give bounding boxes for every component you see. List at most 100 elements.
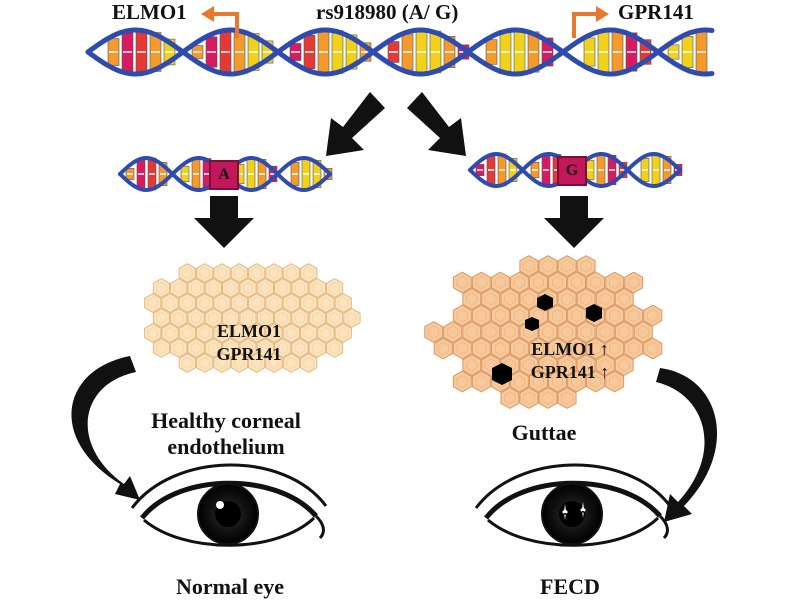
cell-nucleus [456, 375, 468, 388]
endothelial-cell [170, 338, 188, 358]
cell-nucleus [303, 297, 314, 309]
cell-nucleus [485, 292, 497, 306]
cell-nucleus [277, 282, 288, 294]
endothelial-cell [317, 293, 335, 313]
cell-nucleus [303, 267, 314, 279]
endothelial-cell [557, 255, 577, 277]
endothelial-cell [239, 278, 257, 298]
cell-nucleus [191, 342, 202, 354]
guttae-cells [424, 255, 663, 409]
cell-nucleus [618, 292, 630, 306]
endothelial-cell [213, 353, 231, 373]
endothelial-cell [548, 370, 567, 393]
endothelial-cell [334, 323, 352, 343]
cell-nucleus [485, 325, 497, 339]
endothelial-cell [529, 271, 548, 294]
cell-nucleus [456, 309, 468, 322]
cell-nucleus [580, 292, 592, 306]
endothelial-cell [576, 354, 596, 376]
endothelial-cell [326, 308, 344, 328]
cell-nucleus [286, 297, 297, 309]
endothelial-cell [614, 354, 634, 376]
cell-nucleus [599, 292, 611, 306]
cell-nucleus [217, 267, 228, 279]
fecd-eye [474, 463, 672, 547]
dna-backbone-strand [85, 27, 715, 77]
endothelial-cell [230, 293, 248, 313]
endothelial-cell [274, 278, 292, 298]
cell-nucleus [225, 312, 236, 324]
endothelial-cell [443, 321, 463, 343]
cell-nucleus [173, 282, 184, 294]
endothelial-cell [308, 338, 326, 358]
cell-nucleus [475, 276, 487, 289]
endothelial-cell [557, 354, 577, 376]
cell-nucleus [475, 342, 487, 355]
cell-nucleus [294, 282, 305, 294]
cell-nucleus [286, 267, 297, 279]
endothelial-cell [624, 304, 644, 327]
gene-label-elmo1: ELMO1 [112, 0, 187, 24]
endothelial-cell [282, 323, 300, 343]
endothelial-cell [576, 321, 596, 343]
cell-nucleus [294, 312, 305, 324]
cell-nucleus [590, 342, 602, 355]
cell-nucleus [618, 325, 630, 339]
guttae-label: Guttae [494, 420, 594, 446]
cell-nucleus [208, 342, 219, 354]
endothelial-cell [538, 255, 558, 277]
endothelial-cell [567, 370, 587, 393]
cell-nucleus [618, 358, 630, 372]
cell-nucleus [561, 391, 573, 405]
cell-nucleus [628, 276, 640, 289]
endothelial-cell [204, 338, 222, 358]
cell-nucleus [599, 358, 611, 372]
cell-nucleus [260, 312, 271, 324]
endothelial-cell [291, 308, 309, 328]
endothelial-cell [519, 387, 539, 409]
guttae-gene-gpr141: GPR141 ↑ [530, 361, 610, 382]
cell-nucleus [466, 292, 478, 306]
cell-nucleus [251, 357, 262, 369]
endothelial-cell [519, 354, 539, 376]
endothelial-cell [230, 263, 248, 283]
endothelial-cell [586, 271, 606, 294]
cell-nucleus [428, 325, 440, 339]
endothelial-cell [196, 293, 214, 313]
cell-nucleus [217, 327, 228, 339]
cell-nucleus [647, 309, 659, 322]
endothelial-cell [187, 308, 205, 328]
cell-nucleus [251, 327, 262, 339]
endothelial-cell [222, 338, 240, 358]
endothelial-cell [317, 323, 335, 343]
cell-nucleus [277, 342, 288, 354]
cell-nucleus [234, 327, 245, 339]
cell-nucleus [628, 342, 640, 355]
cell-nucleus [599, 325, 611, 339]
endothelial-cell [265, 323, 283, 343]
endothelial-cell [452, 271, 472, 294]
endothelial-cell [152, 308, 170, 328]
endothelial-cell [567, 271, 587, 294]
cell-nucleus [303, 357, 314, 369]
cell-nucleus [199, 357, 210, 369]
cell-nucleus [552, 375, 564, 388]
cell-nucleus [312, 282, 323, 294]
endothelial-cell [213, 293, 231, 313]
cell-nucleus [234, 297, 245, 309]
promoter-arrow-gpr141 [572, 6, 609, 38]
cell-nucleus [466, 325, 478, 339]
curved-arrow-right [656, 368, 718, 522]
endothelial-cell [509, 304, 529, 327]
cell-nucleus [242, 342, 254, 354]
endothelial-cell [424, 321, 444, 343]
cell-nucleus [571, 375, 583, 388]
endothelial-cell [334, 293, 352, 313]
endothelial-cell [471, 304, 491, 327]
cell-nucleus [571, 276, 583, 289]
endothelial-cell [326, 338, 344, 358]
endothelial-cell [624, 337, 644, 360]
healthy-gene-elmo1: ELMO1 [216, 321, 281, 341]
endothelial-cell [471, 271, 491, 294]
down-arrow-left [194, 196, 254, 248]
